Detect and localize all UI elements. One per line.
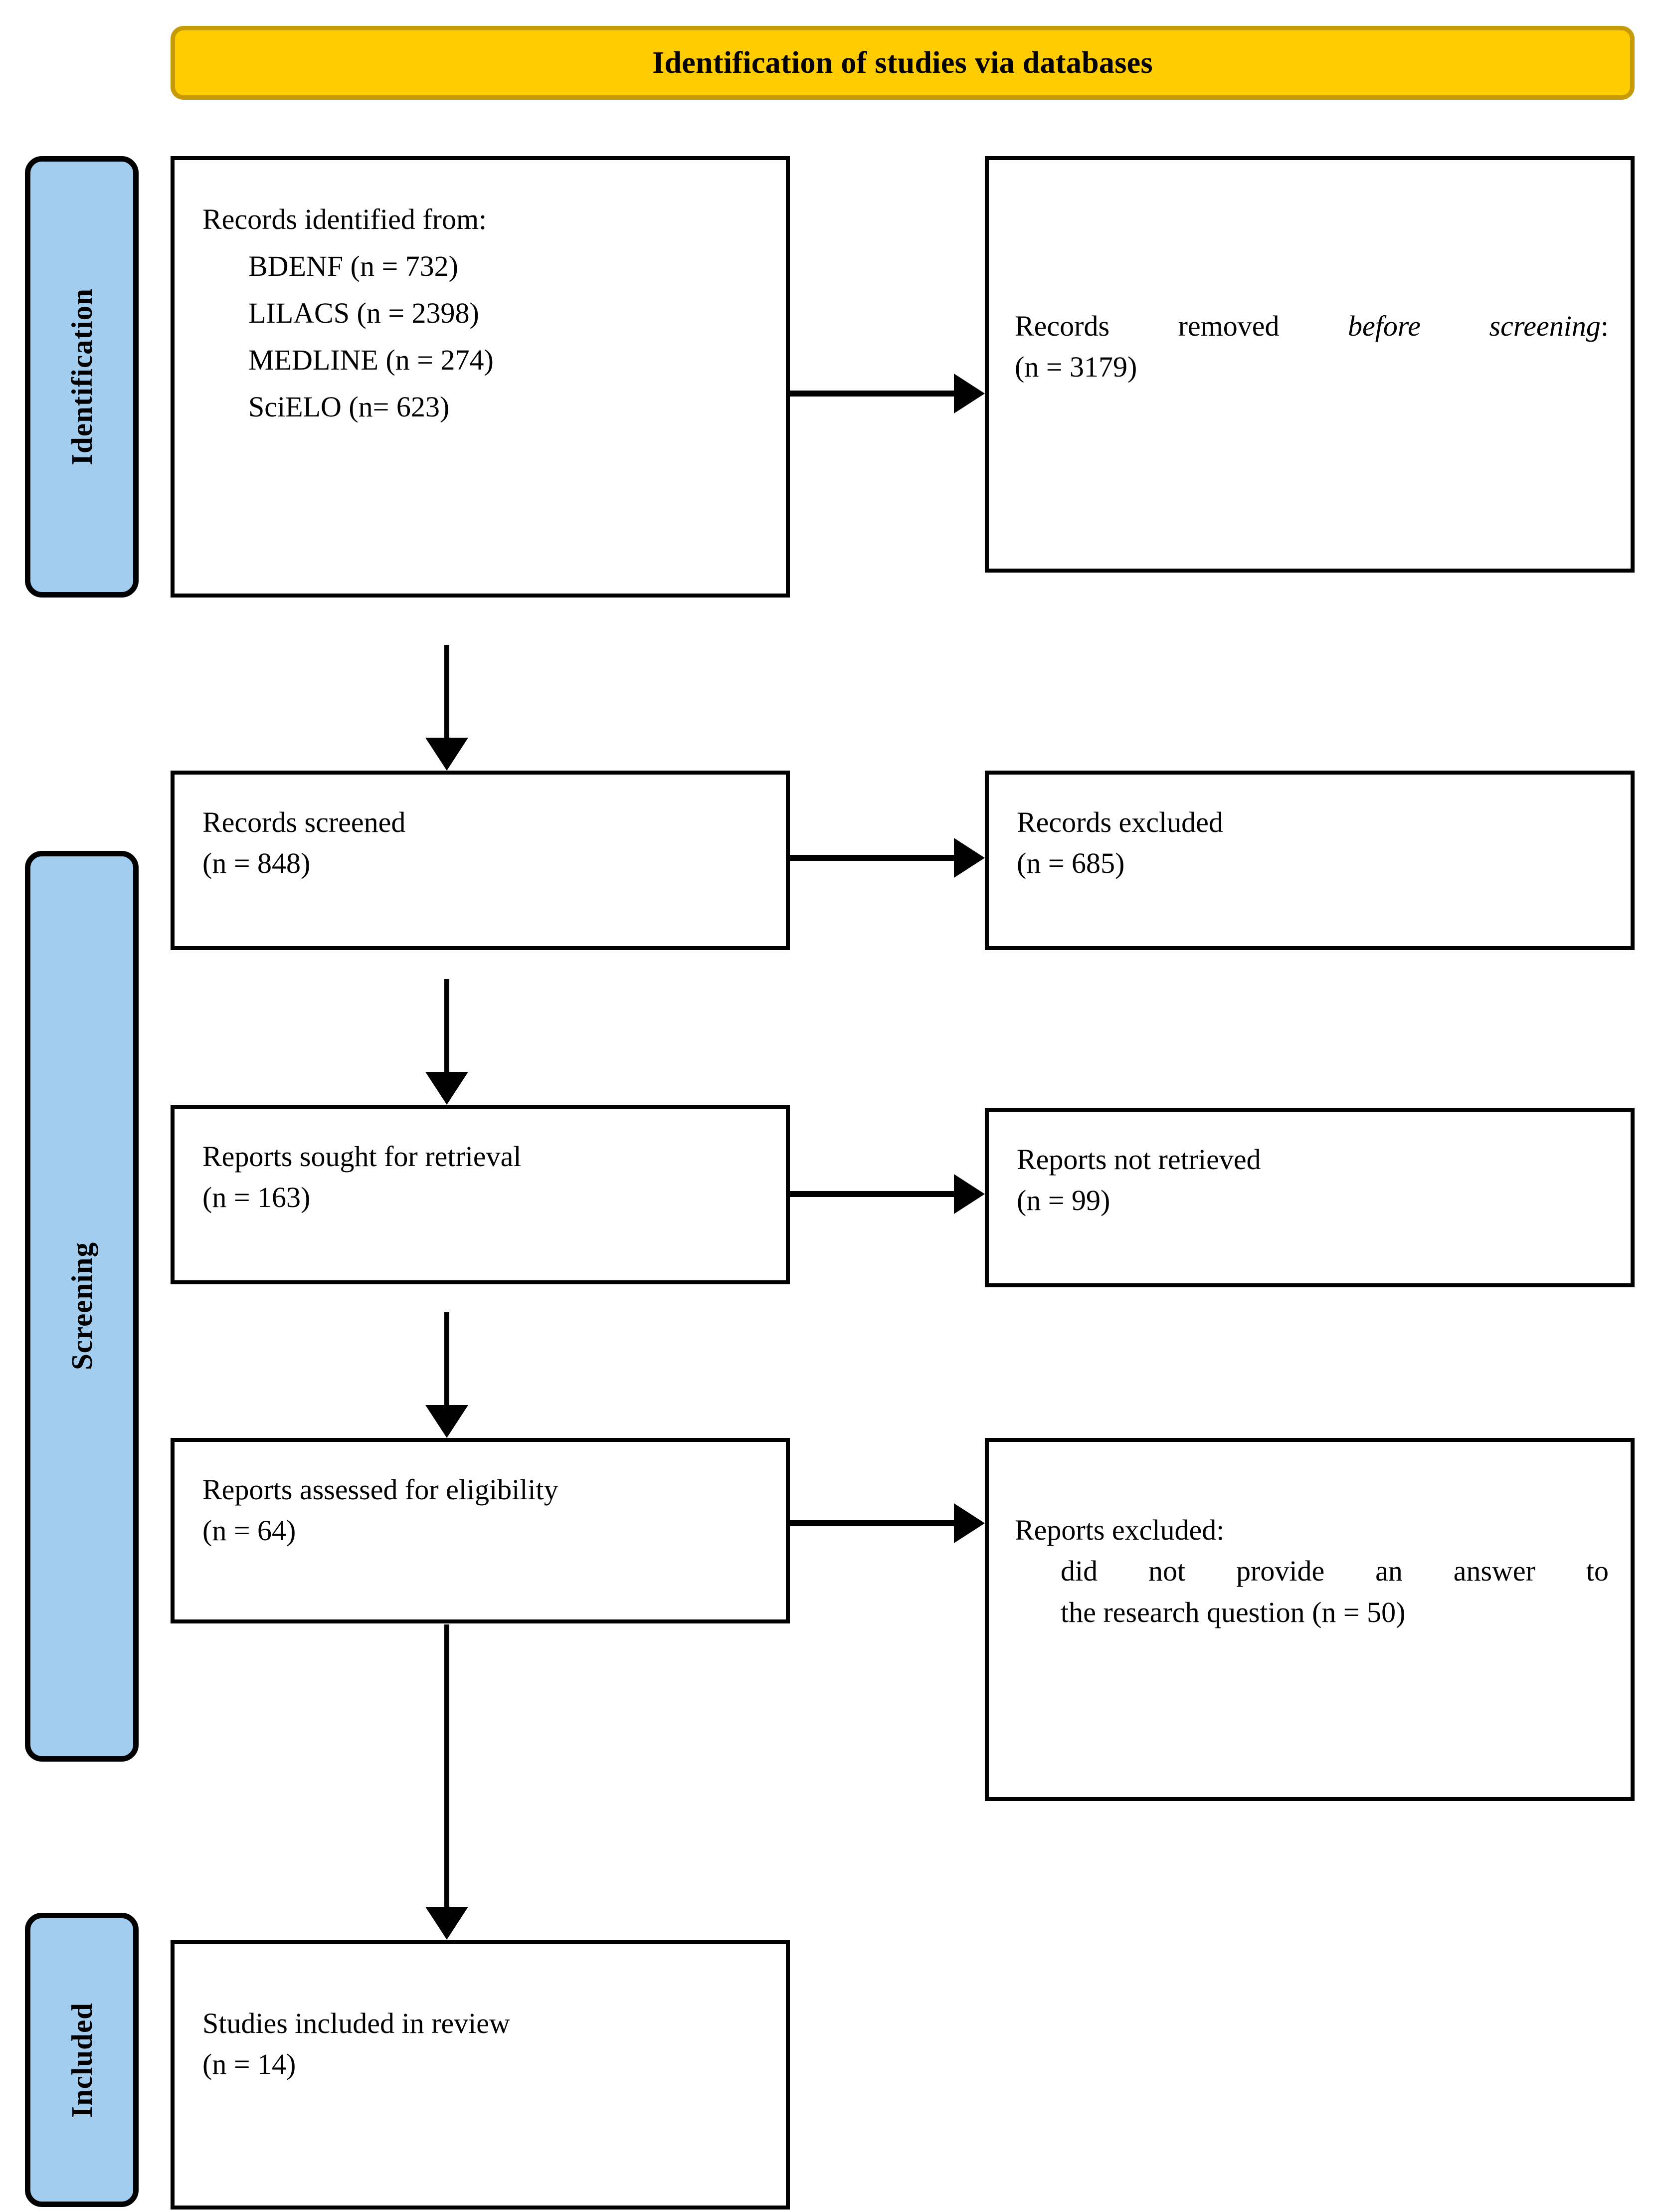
- source-medline: MEDLINE (n = 274): [248, 343, 494, 376]
- arrow-identified-to-screened-icon: [425, 645, 468, 771]
- arrow-identified-to-removed-icon: [790, 374, 985, 413]
- reports-sought-label: Reports sought for retrieval: [202, 1140, 522, 1173]
- reports-not-retrieved-count: (n = 99): [1017, 1184, 1110, 1217]
- studies-included-count: (n = 14): [202, 2048, 296, 2081]
- stage-bar-identification: Identification: [25, 156, 139, 598]
- source-lilacs: LILACS (n = 2398): [248, 296, 479, 329]
- arrow-head: [954, 1503, 985, 1543]
- arrow-shaft: [444, 645, 449, 740]
- records-removed-pre: Records removed: [1015, 310, 1348, 342]
- records-identified-heading: Records identified from:: [202, 203, 487, 235]
- records-screened-label: Records screened: [202, 806, 406, 838]
- records-removed-count: (n = 3179): [1015, 351, 1137, 384]
- box-records-screened: Records screened (n = 848): [171, 771, 790, 950]
- arrow-shaft: [790, 1191, 954, 1197]
- arrow-assessed-to-reports-excluded-icon: [790, 1503, 985, 1543]
- stage-label-screening: Screening: [65, 1242, 98, 1371]
- arrow-shaft: [444, 979, 449, 1074]
- box-reports-assessed: Reports assessed for eligibility (n = 64…: [171, 1438, 790, 1623]
- source-bdenf: BDENF (n = 732): [248, 249, 458, 282]
- reports-assessed-label: Reports assessed for eligibility: [202, 1473, 558, 1506]
- arrow-head: [425, 738, 468, 771]
- arrow-head: [954, 838, 985, 878]
- records-removed-label: Records removed before screening:: [1015, 306, 1609, 347]
- arrow-head: [425, 1405, 468, 1438]
- records-excluded-label: Records excluded: [1017, 806, 1223, 838]
- records-removed-post: :: [1600, 310, 1609, 342]
- arrow-screened-to-sought-icon: [425, 979, 468, 1105]
- box-reports-not-retrieved: Reports not retrieved (n = 99): [985, 1108, 1635, 1287]
- source-scielo: SciELO (n= 623): [248, 390, 450, 423]
- box-records-identified: Records identified from: BDENF (n = 732)…: [171, 156, 790, 598]
- stage-label-identification: Identification: [65, 288, 98, 465]
- arrow-head: [954, 1174, 985, 1214]
- header-banner: Identification of studies via databases: [171, 26, 1635, 100]
- box-records-removed: Records removed before screening: (n = 3…: [985, 156, 1635, 573]
- arrow-shaft: [790, 1520, 954, 1526]
- studies-included-label: Studies included in review: [202, 2007, 510, 2039]
- box-studies-included: Studies included in review (n = 14): [171, 1940, 790, 2210]
- arrow-shaft: [444, 1312, 449, 1407]
- arrow-assessed-to-included-icon: [425, 1624, 468, 1940]
- reports-excluded-label: Reports excluded:: [1015, 1514, 1225, 1546]
- arrow-shaft: [790, 391, 954, 397]
- stage-bar-included: Included: [25, 1913, 139, 2207]
- reports-sought-count: (n = 163): [202, 1181, 311, 1214]
- stage-label-included: Included: [65, 2002, 98, 2118]
- box-records-excluded: Records excluded (n = 685): [985, 771, 1635, 950]
- reports-excluded-reason-line1: did not provide an answer to: [1061, 1555, 1609, 1588]
- stage-bar-screening: Screening: [25, 851, 139, 1762]
- records-excluded-count: (n = 685): [1017, 847, 1125, 880]
- arrow-sought-to-assessed-icon: [425, 1312, 468, 1438]
- arrow-shaft: [444, 1624, 449, 1909]
- reports-excluded-reason-line2: the research question (n = 50): [1061, 1596, 1406, 1628]
- reports-assessed-count: (n = 64): [202, 1514, 296, 1547]
- arrow-shaft: [790, 855, 954, 861]
- records-screened-count: (n = 848): [202, 847, 311, 880]
- arrow-screened-to-excluded-icon: [790, 838, 985, 878]
- records-removed-emphasis: before screening: [1348, 310, 1601, 342]
- reports-not-retrieved-label: Reports not retrieved: [1017, 1143, 1261, 1176]
- page-title: Identification of studies via databases: [652, 45, 1153, 80]
- arrow-head: [954, 374, 985, 413]
- arrow-head: [425, 1072, 468, 1105]
- box-reports-excluded: Reports excluded: did not provide an ans…: [985, 1438, 1635, 1801]
- arrow-sought-to-not-retrieved-icon: [790, 1174, 985, 1214]
- arrow-head: [425, 1907, 468, 1940]
- box-reports-sought: Reports sought for retrieval (n = 163): [171, 1105, 790, 1284]
